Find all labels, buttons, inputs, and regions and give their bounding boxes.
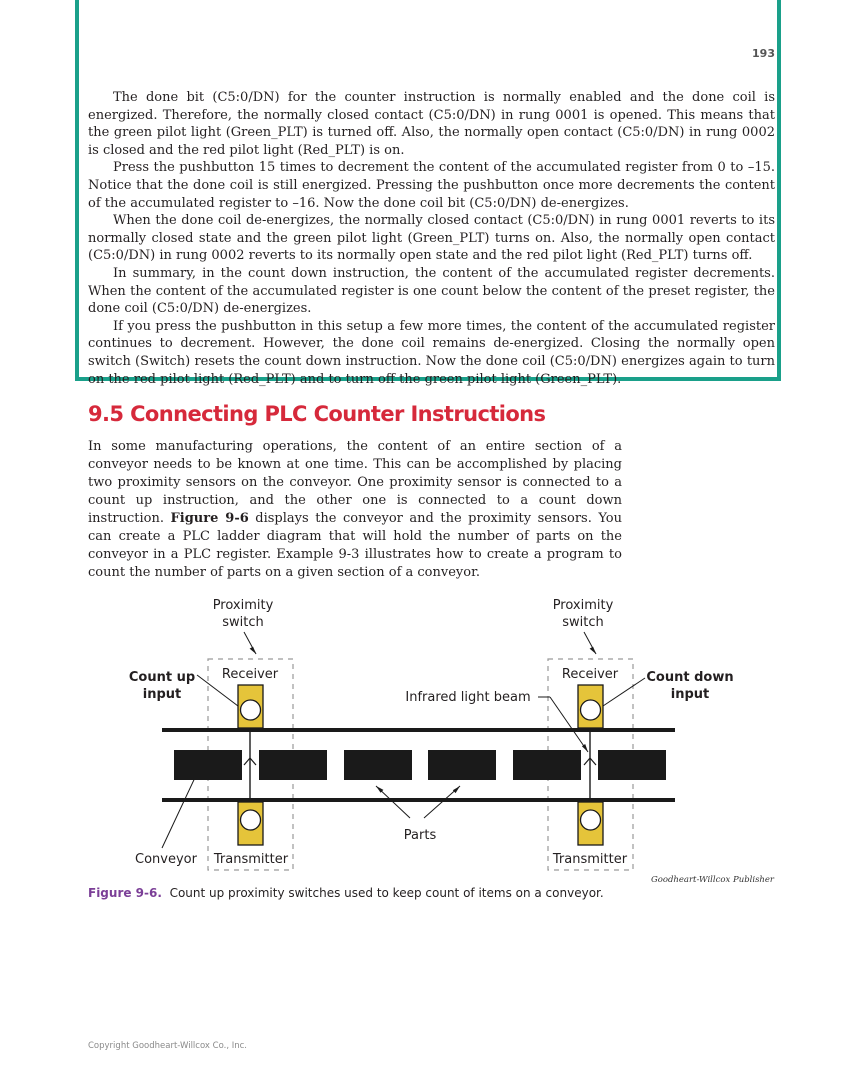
left-receiver — [237, 684, 264, 729]
conveyor-diagram: Proximity switch Proximity switch Count … — [129, 598, 734, 871]
figure-credit: Goodheart-Willcox Publisher — [650, 875, 774, 885]
prox-right-label-2: switch — [562, 615, 604, 630]
example-box-frame — [75, 0, 781, 381]
conveyor-leader — [161, 751, 208, 849]
page-number: 193 — [752, 47, 775, 60]
arrowhead — [589, 646, 596, 654]
copyright-footer: Copyright Goodheart-Willcox Co., Inc. — [88, 1041, 248, 1051]
body-text-end: displays the conveyor and the proximity … — [88, 511, 623, 580]
box-paragraph: If you press the pushbutton in this setu… — [88, 318, 775, 387]
part — [259, 750, 327, 780]
body-text-start: In some manufacturing operations, the co… — [88, 439, 622, 526]
beam-label: Infrared light beam — [405, 690, 530, 705]
arrowhead — [452, 786, 460, 794]
beam-leader-diagonal — [549, 696, 589, 753]
section-heading: 9.5 Connecting PLC Counter Instructions — [88, 402, 546, 426]
caption-text: Count up proximity switches used to keep… — [169, 886, 604, 900]
receiver-left-label: Receiver — [222, 667, 279, 682]
leader-lines — [161, 631, 646, 849]
part — [513, 750, 581, 780]
left-beam-chevron — [243, 757, 257, 766]
example-box-text: The done bit (C5:0/DN) for the counter i… — [88, 89, 775, 388]
part — [428, 750, 496, 780]
box-paragraph: When the done coil de-energizes, the nor… — [88, 213, 775, 264]
part — [174, 750, 242, 780]
count-down-label-1: Count down — [646, 670, 733, 685]
right-beam-chevron — [583, 757, 597, 766]
count-up-leader — [196, 674, 239, 707]
receiver-right-label: Receiver — [562, 667, 619, 682]
prox-left-label-1: Proximity — [213, 598, 274, 613]
figure-reference: Figure 9-6 — [170, 511, 249, 526]
arrowhead — [376, 786, 384, 793]
prox-left-label-2: switch — [222, 615, 264, 630]
box-paragraph: The done bit (C5:0/DN) for the counter i… — [88, 90, 775, 158]
prox-right-label-1: Proximity — [553, 598, 614, 613]
right-transmitter — [577, 801, 604, 846]
transmitter-right-label: Transmitter — [552, 852, 628, 867]
leader-arrowheads — [249, 646, 596, 794]
count-down-leader — [602, 677, 646, 707]
arrowhead — [249, 646, 256, 654]
arrowhead — [581, 744, 588, 752]
body-paragraph: In some manufacturing operations, the co… — [88, 438, 622, 582]
figure-caption: Figure 9-6. Count up proximity switches … — [88, 886, 604, 900]
count-up-label-2: input — [143, 687, 182, 702]
parts-group — [174, 750, 666, 780]
transmitter-left-label: Transmitter — [213, 852, 289, 867]
box-paragraph: Press the pushbutton 15 times to decreme… — [88, 160, 775, 211]
count-up-label-1: Count up — [129, 670, 195, 685]
count-down-label-2: input — [671, 687, 710, 702]
caption-label: Figure 9-6. — [88, 886, 162, 900]
part — [598, 750, 666, 780]
part — [344, 750, 412, 780]
left-transmitter — [237, 801, 264, 846]
box-paragraph: In summary, in the count down instructio… — [88, 265, 775, 317]
parts-label: Parts — [404, 828, 437, 843]
conveyor-label: Conveyor — [135, 852, 198, 867]
right-receiver — [577, 684, 604, 729]
